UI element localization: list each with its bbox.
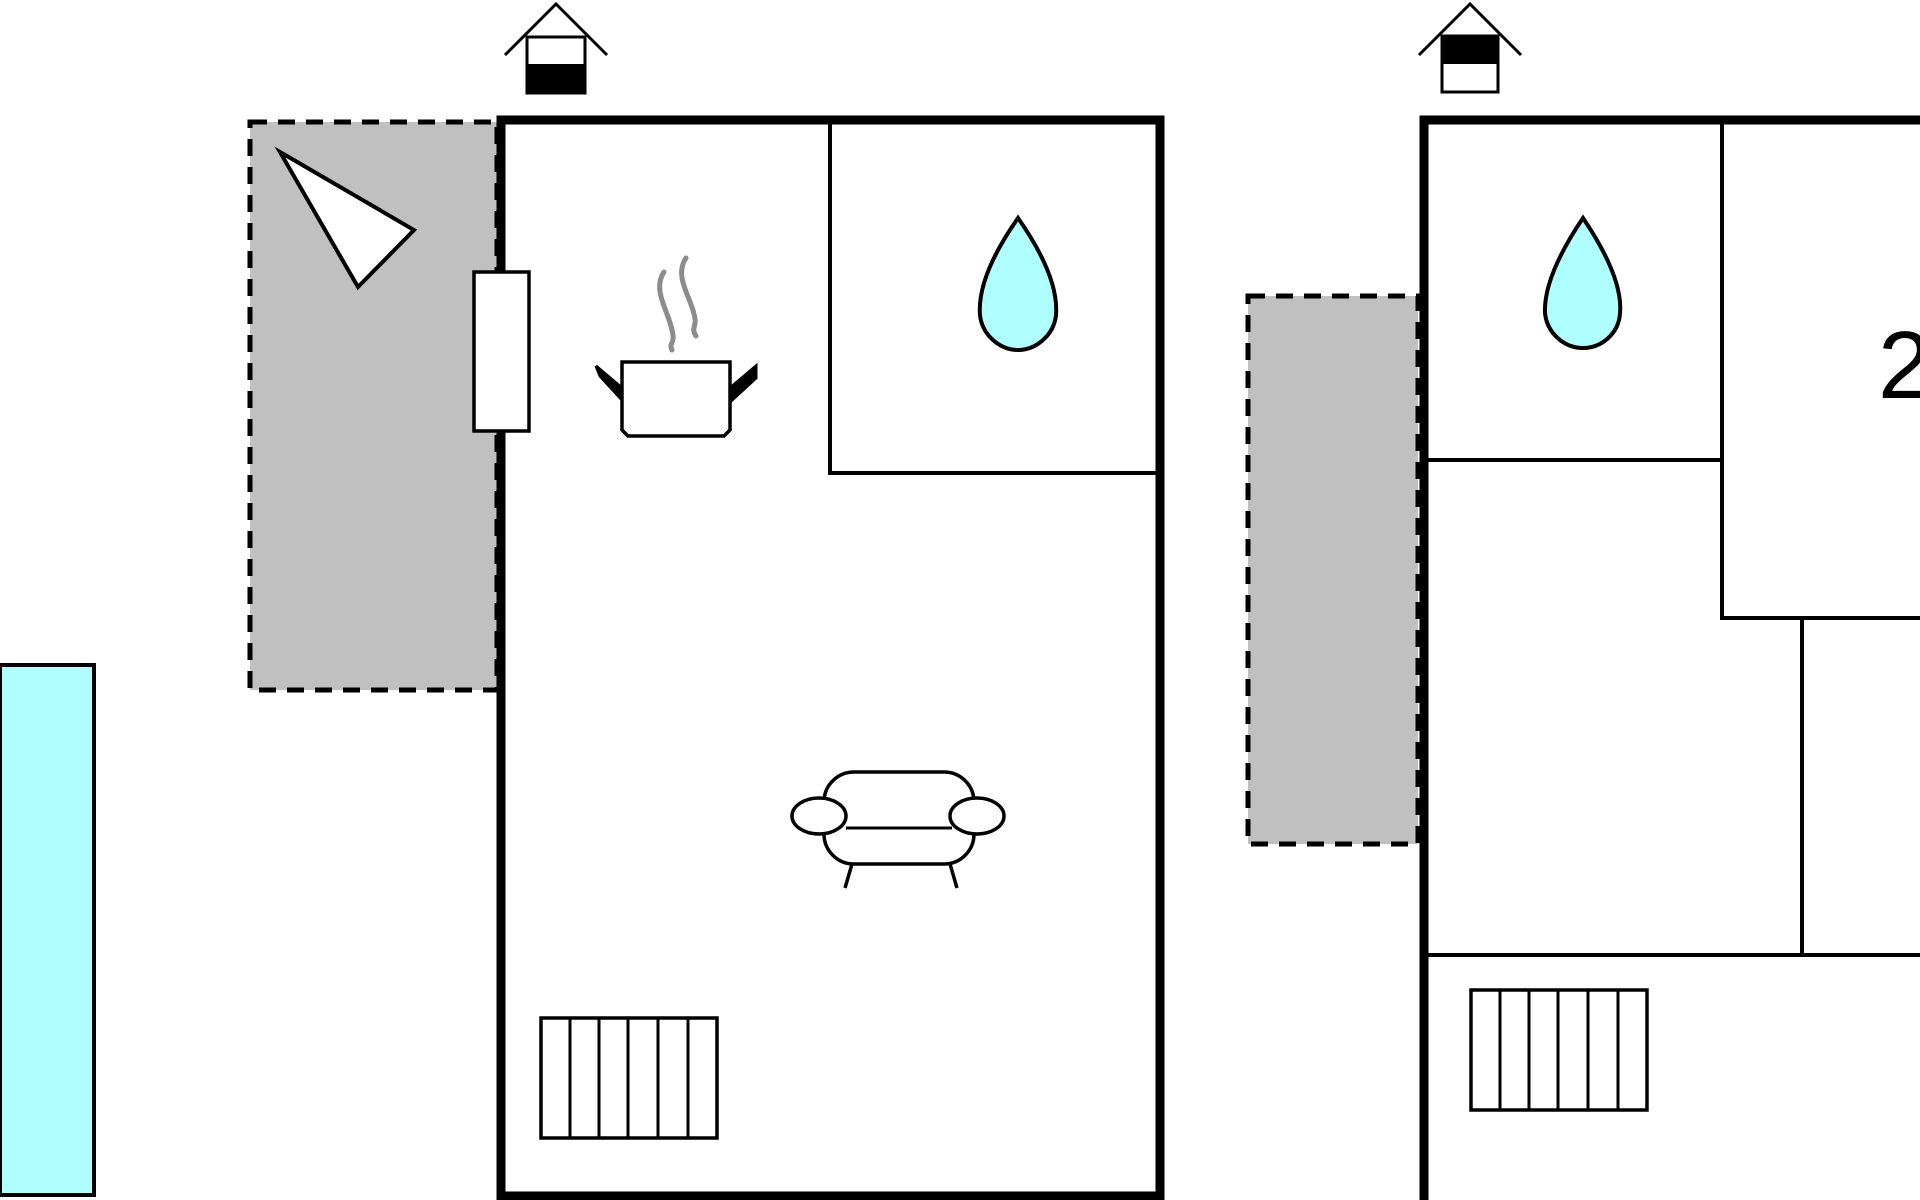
unit-right-outer-wall	[1419, 115, 1920, 1200]
room-number-label: 2	[1878, 312, 1920, 419]
direction-triangle-icon	[274, 146, 418, 291]
bathroom-left-wall	[828, 122, 1158, 475]
unit-left-outer-wall	[496, 115, 1165, 1200]
water-drop-icon	[1542, 214, 1623, 351]
unit-left	[472, 115, 1165, 1200]
unit-right	[1419, 115, 1920, 1200]
terrace-right	[1245, 293, 1421, 847]
window-left	[472, 270, 531, 433]
house-entrance-icon	[1417, 1, 1523, 94]
radiator-icon	[1469, 988, 1649, 1112]
pool	[0, 663, 96, 1197]
house-entrance-icon	[503, 1, 609, 95]
cooking-pot-icon	[594, 255, 758, 438]
water-drop-icon	[977, 214, 1059, 353]
sofa-icon	[790, 770, 1006, 889]
radiator-icon	[539, 1016, 719, 1140]
